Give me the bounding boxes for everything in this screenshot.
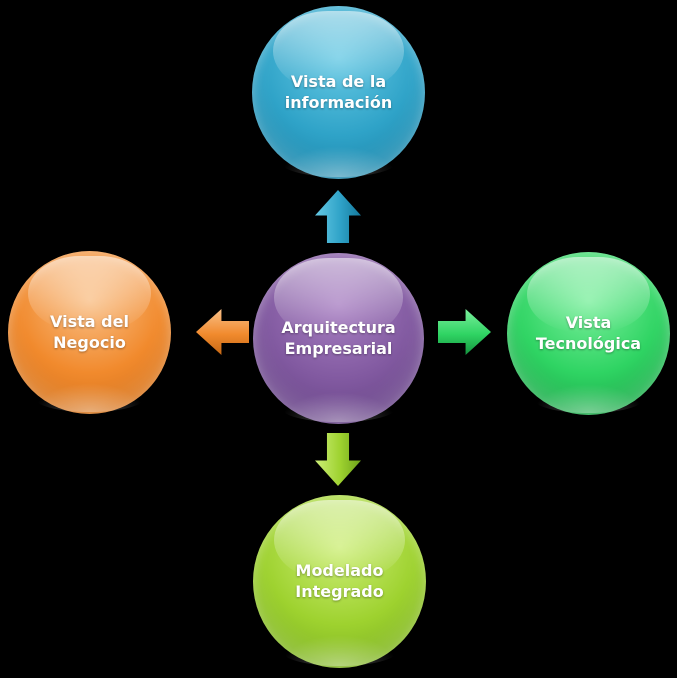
node-vista-negocio: Vista del Negocio <box>8 251 171 414</box>
node-vista-tecnologica: Vista Tecnológica <box>507 252 670 415</box>
node-modelado-integrado: Modelado Integrado <box>253 495 426 668</box>
node-vista-informacion: Vista de la información <box>252 6 425 179</box>
node-vista-tecnologica-label: Vista Tecnológica <box>535 312 642 353</box>
arrow-down-icon <box>315 433 361 486</box>
node-arquitectura-empresarial: Arquitectura Empresarial <box>253 253 424 424</box>
arrow-up-icon <box>315 190 361 243</box>
node-vista-informacion-label: Vista de la información <box>284 71 393 112</box>
arrow-left-icon <box>196 309 249 355</box>
arrow-right-icon <box>438 309 491 355</box>
node-vista-negocio-label: Vista del Negocio <box>50 311 129 352</box>
node-arquitectura-empresarial-label: Arquitectura Empresarial <box>281 317 396 358</box>
node-modelado-integrado-label: Modelado Integrado <box>295 560 384 601</box>
